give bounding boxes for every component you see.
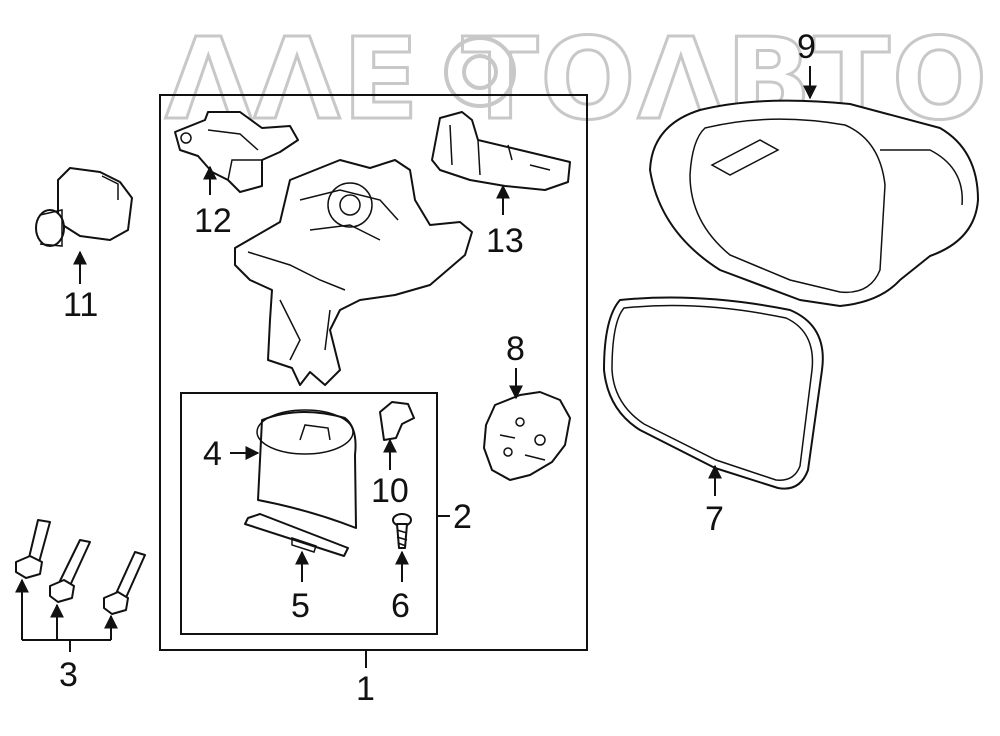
assembly-box-1: [159, 94, 588, 651]
callout-7: 7: [705, 500, 724, 538]
part-4-heater-pad: [256, 409, 357, 529]
callout-11: 11: [63, 286, 98, 324]
callout-9: 9: [797, 28, 816, 66]
callout-5: 5: [291, 587, 310, 625]
part-12-actuator: [174, 111, 299, 193]
bolt-3: [103, 551, 146, 615]
part-6-screw: [392, 513, 412, 549]
bolt-2: [49, 539, 91, 603]
callout-12: 12: [194, 202, 232, 240]
part-5-trim-strip: [244, 513, 349, 557]
callout-8: 8: [506, 330, 525, 368]
watermark-gear-icon: [444, 36, 516, 108]
callout-13: 13: [486, 222, 524, 260]
leader-3: [15, 578, 118, 652]
callout-1: 1: [356, 670, 375, 708]
callout-10: 10: [371, 472, 409, 510]
bolt-1: [15, 519, 51, 579]
assembly-box-2: [180, 392, 438, 635]
part-11-camera: [35, 167, 133, 247]
part-3-bolts: [15, 519, 146, 615]
part-7-mirror-glass: [603, 296, 824, 490]
callout-2: 2: [453, 498, 472, 536]
part-8-actuator-plate: [483, 391, 571, 481]
callout-4: 4: [203, 435, 222, 473]
callout-6: 6: [391, 587, 410, 625]
part-9-mirror-housing: [649, 99, 979, 307]
part-10-clip: [379, 401, 415, 441]
part-13-bracket: [431, 111, 571, 191]
callout-3: 3: [59, 656, 78, 694]
mirror-frame-bracket: [234, 159, 473, 386]
